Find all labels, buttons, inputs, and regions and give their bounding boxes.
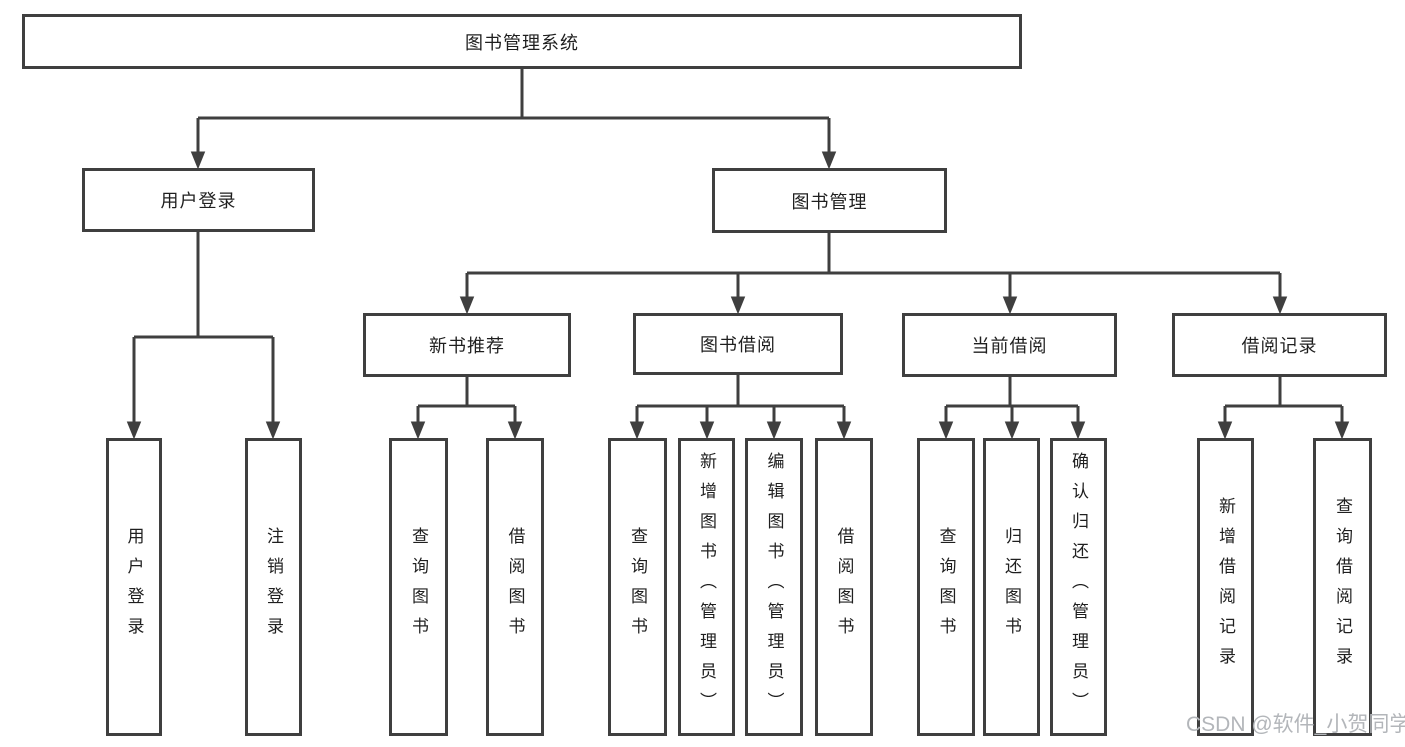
arrowhead-icon (699, 421, 715, 440)
node-label: 查询借阅记录 (1333, 497, 1352, 677)
leaf-query-borrow-record: 查询借阅记录 (1313, 438, 1372, 736)
node-label: 新增图书（管理员） (697, 452, 716, 722)
node-label: 注销登录 (264, 527, 283, 647)
leaf-query-books-recommend: 查询图书 (389, 438, 448, 736)
node-label: 用户登录 (124, 527, 144, 647)
node-book-management: 图书管理 (712, 168, 947, 233)
node-user-login: 用户登录 (82, 168, 315, 232)
leaf-borrow-books: 借阅图书 (815, 438, 873, 736)
node-label: 编辑图书（管理员） (764, 452, 784, 722)
node-label: 用户登录 (160, 191, 237, 211)
leaf-add-borrow-record: 新增借阅记录 (1197, 438, 1254, 736)
connector-path (132, 69, 1344, 434)
arrowhead-icon (1217, 421, 1233, 440)
arrowhead-icon (1272, 296, 1288, 315)
arrowhead-icon (730, 296, 746, 315)
node-label: 图书管理 (791, 191, 868, 212)
node-label: 借阅记录 (1241, 336, 1318, 356)
node-label: 确认归还（管理员） (1069, 452, 1088, 722)
arrowhead-icon (1002, 296, 1018, 315)
node-current-borrowing: 当前借阅 (902, 313, 1117, 377)
leaf-confirm-return-admin: 确认归还（管理员） (1050, 438, 1107, 736)
leaf-return-books: 归还图书 (983, 438, 1040, 736)
node-label: 图书管理系统 (465, 32, 579, 53)
arrowhead-icon (507, 421, 523, 440)
leaf-borrow-books-recommend: 借阅图书 (486, 438, 544, 736)
arrowhead-icon (1334, 421, 1350, 440)
arrowhead-icon (1004, 421, 1020, 440)
node-label: 查询图书 (936, 527, 956, 647)
arrowhead-icon (1070, 421, 1086, 440)
node-label: 借阅图书 (505, 527, 525, 647)
node-label: 查询图书 (628, 527, 647, 647)
arrowhead-icon (821, 151, 837, 170)
node-label: 新书推荐 (429, 336, 505, 356)
arrowhead-icon (265, 421, 281, 440)
arrowhead-icon (766, 421, 782, 440)
arrowhead-icon (126, 421, 142, 440)
leaf-add-books-admin: 新增图书（管理员） (678, 438, 735, 736)
node-label: 图书借阅 (700, 335, 776, 355)
leaf-user-login: 用户登录 (106, 438, 162, 736)
node-book-borrowing: 图书借阅 (633, 313, 843, 375)
node-borrowing-records: 借阅记录 (1172, 313, 1387, 377)
arrowhead-icon (410, 421, 426, 440)
csdn-watermark: CSDN @软件_小贺同学 (1186, 713, 1405, 736)
node-new-book-recommendation: 新书推荐 (363, 313, 571, 377)
leaf-query-books-borrow: 查询图书 (608, 438, 667, 736)
arrowhead-icon (459, 296, 475, 315)
node-label: 新增借阅记录 (1216, 497, 1235, 677)
leaf-query-books-current: 查询图书 (917, 438, 975, 736)
leaf-logout: 注销登录 (245, 438, 302, 736)
arrowhead-icon (938, 421, 954, 440)
node-label: 归还图书 (1002, 527, 1021, 647)
leaf-edit-books-admin: 编辑图书（管理员） (745, 438, 803, 736)
node-label: 借阅图书 (834, 527, 854, 647)
arrowhead-icon (629, 421, 645, 440)
node-library-system: 图书管理系统 (22, 14, 1022, 69)
node-label: 查询图书 (409, 527, 428, 647)
arrowheads (126, 151, 1350, 440)
arrowhead-icon (190, 151, 206, 170)
arrowhead-icon (836, 421, 852, 440)
node-label: 当前借阅 (971, 336, 1048, 356)
